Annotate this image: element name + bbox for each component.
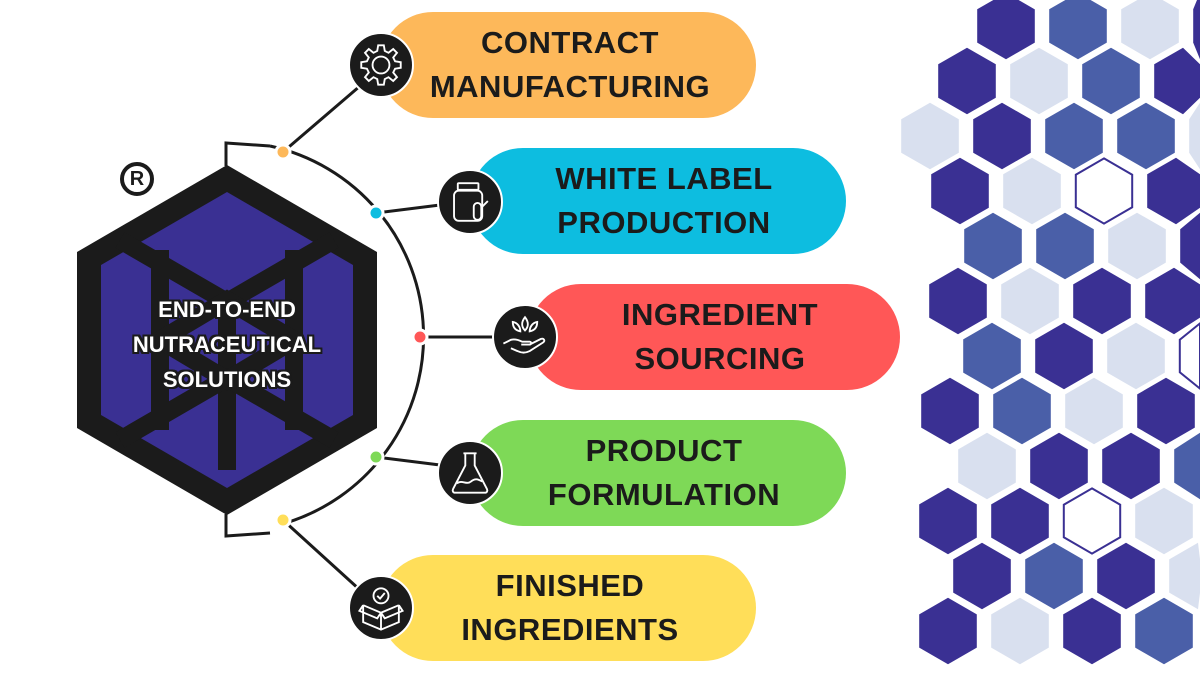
pattern-hexagon — [929, 267, 987, 335]
service-label: INGREDIENTS — [461, 612, 679, 647]
hub-title-line: NUTRACEUTICAL — [132, 332, 322, 357]
dot-ingredient — [411, 328, 429, 346]
dot-finished — [274, 511, 292, 529]
pattern-hexagon — [1074, 157, 1134, 225]
hub-title: END-TO-END NUTRACEUTICAL SOLUTIONS — [97, 292, 357, 397]
service-label: CONTRACT — [481, 25, 659, 60]
dot-contract — [274, 143, 292, 161]
service-contract-manufacturing: CONTRACT MANUFACTURING — [380, 12, 756, 118]
service-label: INGREDIENT — [621, 297, 819, 332]
pattern-hexagon — [1049, 0, 1107, 60]
pattern-hexagon — [964, 212, 1022, 280]
pattern-hexagon — [1073, 267, 1131, 335]
pattern-hexagon — [1063, 597, 1121, 665]
pattern-hexagon — [1065, 377, 1123, 445]
pattern-hexagon — [977, 0, 1035, 60]
service-label: PRODUCT — [585, 433, 743, 468]
service-label: SOURCING — [634, 341, 806, 376]
pattern-hexagon — [1036, 212, 1094, 280]
supplement-jar-icon — [437, 169, 503, 235]
pattern-hexagon — [991, 487, 1049, 555]
pattern-hexagon — [938, 47, 996, 115]
pattern-hexagon — [1035, 322, 1093, 390]
pattern-hexagon — [1135, 597, 1193, 665]
pattern-hexagon — [1045, 102, 1103, 170]
pattern-hexagon — [1189, 102, 1200, 170]
hand-leaves-icon — [492, 304, 558, 370]
box-check-icon — [348, 575, 414, 641]
pattern-hexagon — [1107, 322, 1165, 390]
pattern-hexagon — [1154, 47, 1200, 115]
hub-title-line: SOLUTIONS — [162, 367, 292, 392]
pattern-hexagon — [993, 377, 1051, 445]
pattern-hexagon — [1178, 322, 1200, 390]
pattern-hexagon — [1180, 212, 1200, 280]
service-ingredient-sourcing: INGREDIENT SOURCING — [528, 284, 900, 390]
pattern-hexagon — [1121, 0, 1179, 60]
pattern-hexagon — [1135, 487, 1193, 555]
pattern-hexagon — [1117, 102, 1175, 170]
pattern-hexagon — [901, 102, 959, 170]
pattern-hexagon — [1137, 377, 1195, 445]
pattern-hexagon — [1010, 47, 1068, 115]
gear-icon — [348, 32, 414, 98]
pattern-hexagon — [931, 157, 989, 225]
pattern-hexagon — [1174, 432, 1200, 500]
flask-icon — [437, 440, 503, 506]
service-label: WHITE LABEL — [555, 161, 773, 196]
pattern-hexagon — [1145, 267, 1200, 335]
connector-dots — [274, 143, 429, 529]
service-label: FINISHED — [495, 568, 645, 603]
pattern-hexagon — [1169, 542, 1200, 610]
pattern-hexagon — [958, 432, 1016, 500]
pattern-hexagon — [1025, 542, 1083, 610]
pattern-hexagon — [919, 597, 977, 665]
pattern-hexagon — [1062, 487, 1122, 555]
service-white-label-production: WHITE LABEL PRODUCTION — [470, 148, 846, 254]
dot-formulation — [367, 448, 385, 466]
service-label: FORMULATION — [547, 477, 781, 512]
pattern-hexagon — [1030, 432, 1088, 500]
pattern-hexagon — [1001, 267, 1059, 335]
pattern-hexagon — [919, 487, 977, 555]
pattern-hexagon — [991, 597, 1049, 665]
pattern-hexagon — [1147, 157, 1200, 225]
pattern-hexagon — [953, 542, 1011, 610]
pattern-hexagon — [1108, 212, 1166, 280]
dot-white-label — [367, 204, 385, 222]
pattern-hexagon — [921, 377, 979, 445]
pattern-hexagon — [1102, 432, 1160, 500]
service-label: PRODUCTION — [557, 205, 771, 240]
pattern-hexagon — [1193, 0, 1200, 60]
pattern-hexagon — [963, 322, 1021, 390]
pattern-hexagon — [1082, 47, 1140, 115]
service-label: MANUFACTURING — [429, 69, 711, 104]
pattern-hexagon — [973, 102, 1031, 170]
service-product-formulation: PRODUCT FORMULATION — [470, 420, 846, 526]
honeycomb-pattern — [901, 0, 1200, 665]
pattern-hexagon — [1003, 157, 1061, 225]
service-finished-ingredients: FINISHED INGREDIENTS — [380, 555, 756, 661]
hub-title-line: END-TO-END — [158, 297, 296, 322]
registered-trademark-icon: R — [120, 162, 154, 196]
pattern-hexagon — [1097, 542, 1155, 610]
hub-hexagon — [77, 165, 377, 515]
